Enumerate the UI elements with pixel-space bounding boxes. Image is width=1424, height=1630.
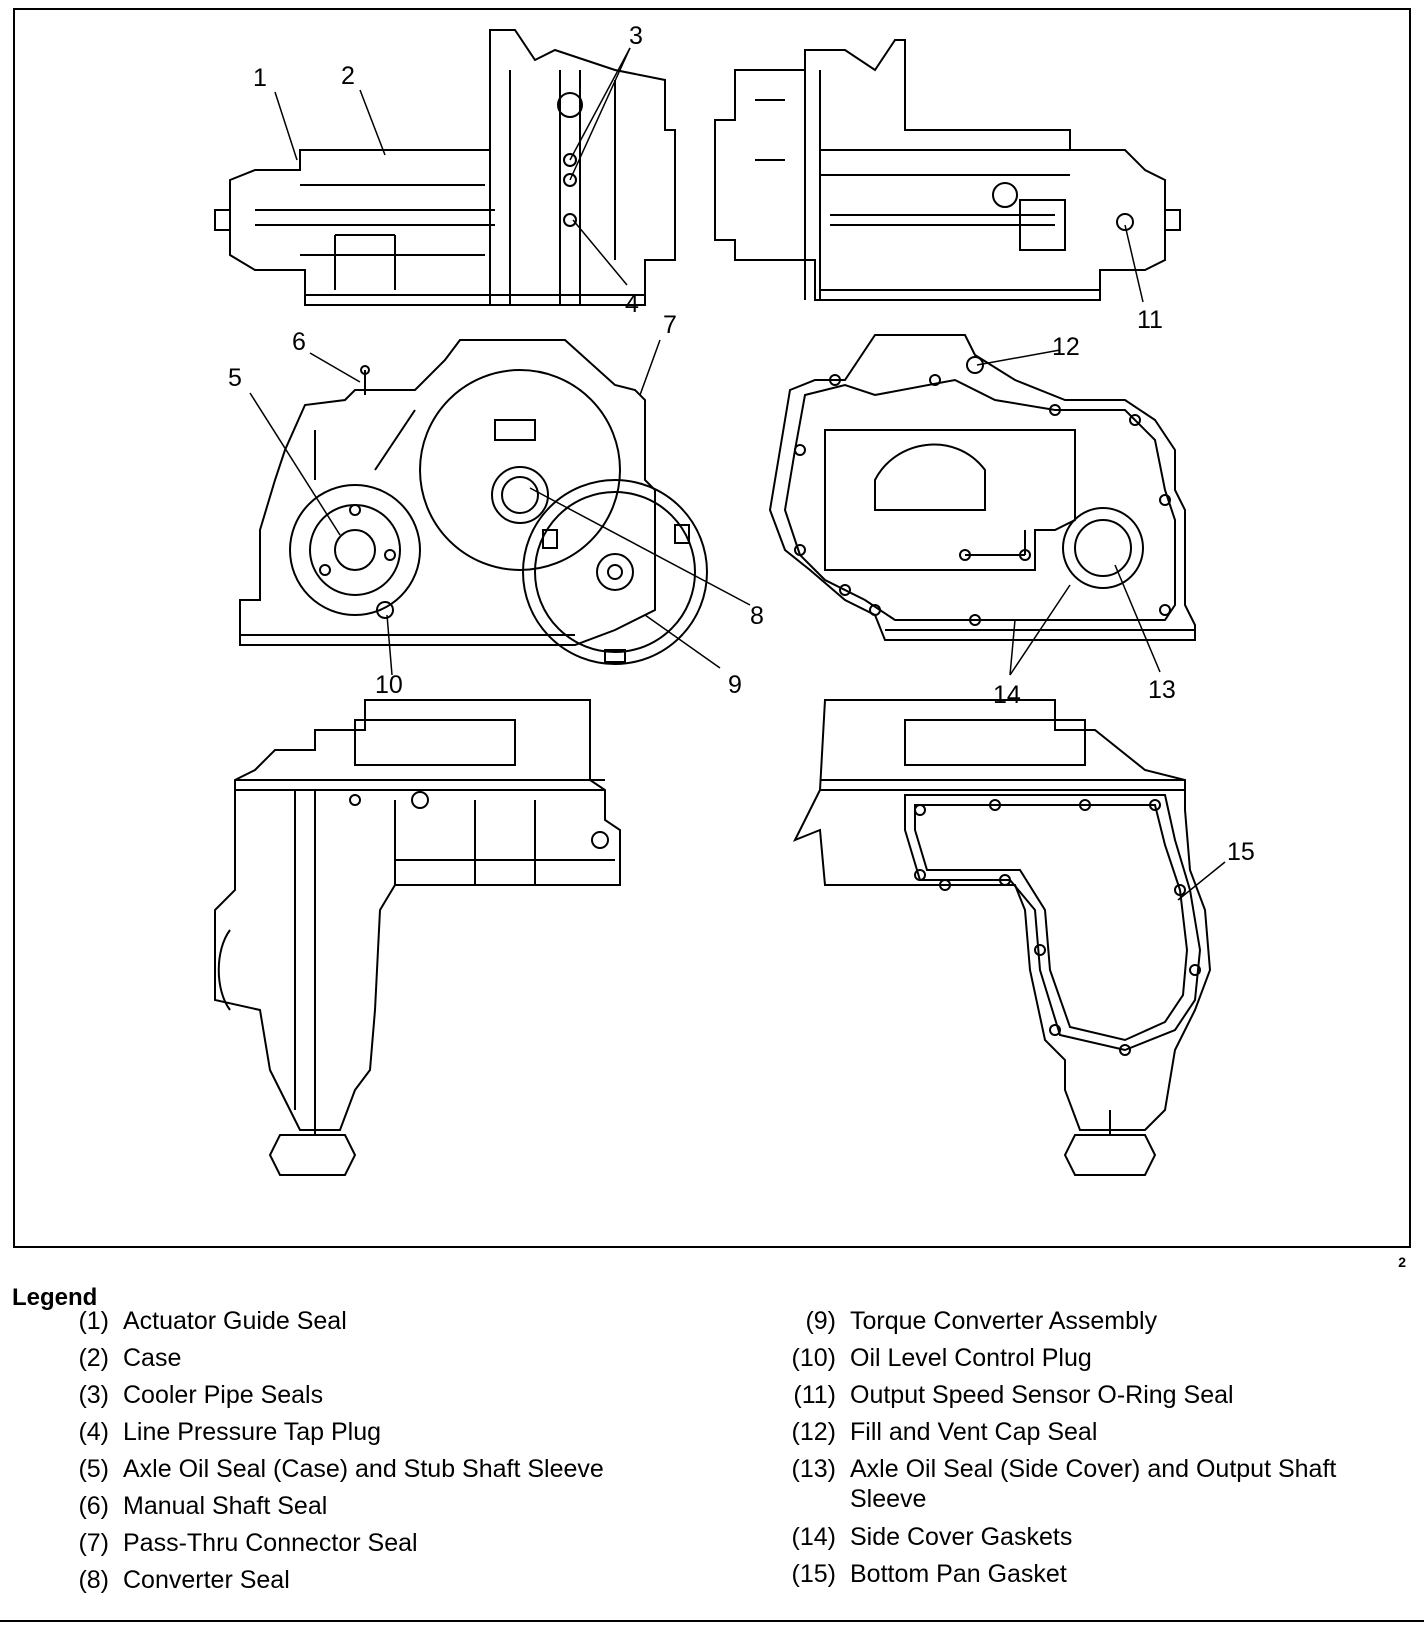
- legend-item-number: (12): [791, 1418, 836, 1446]
- legend-item-number: (6): [78, 1492, 109, 1520]
- legend-item-text: Pass-Thru Connector Seal: [123, 1529, 418, 1557]
- callout-12: 12: [1052, 333, 1080, 361]
- legend-item-number: (13): [791, 1455, 836, 1483]
- legend-item: (14) Side Cover Gaskets: [792, 1522, 1073, 1552]
- legend-item: (12) Fill and Vent Cap Seal: [792, 1417, 1098, 1447]
- callout-11: 11: [1137, 306, 1163, 334]
- legend-item-number: (10): [791, 1344, 836, 1372]
- legend-item-text: Cooler Pipe Seals: [123, 1381, 324, 1409]
- legend-item-number: (1): [78, 1307, 109, 1335]
- legend-item-text: Case: [123, 1344, 182, 1372]
- callout-7: 7: [663, 311, 677, 339]
- legend-item-text: Output Speed Sensor O-Ring Seal: [850, 1381, 1234, 1409]
- bottom-rule: [0, 1620, 1424, 1622]
- legend-item: (5) Axle Oil Seal (Case) and Stub Shaft S…: [78, 1454, 604, 1484]
- callout-13: 13: [1148, 676, 1176, 704]
- legend-item-text: Line Pressure Tap Plug: [123, 1418, 382, 1446]
- legend-item: (6) Manual Shaft Seal: [78, 1491, 328, 1521]
- view-top-right: [714, 39, 1181, 301]
- callout-15: 15: [1227, 838, 1255, 866]
- legend-item: (4) Line Pressure Tap Plug: [78, 1417, 382, 1447]
- view-top-left: [214, 29, 676, 306]
- legend-item: (7) Pass-Thru Connector Seal: [78, 1528, 418, 1558]
- legend-item-number: (15): [791, 1560, 836, 1588]
- legend-item: (1) Actuator Guide Seal: [78, 1306, 347, 1336]
- legend-item: (9) Torque Converter Assembly: [805, 1306, 1158, 1336]
- diagram-frame: 1 2 3 4 5 6 7 8 9 10 11 12 13 14 15: [13, 8, 1411, 1248]
- legend-item-number: (9): [805, 1307, 836, 1335]
- transmission-seal-diagram: 1 2 3 4 5 6 7 8 9 10 11 12 13 14 15: [214, 22, 1255, 1176]
- view-bottom-right: [792, 699, 1212, 1176]
- view-middle-left: [239, 339, 656, 646]
- legend-title: Legend: [12, 1284, 98, 1311]
- legend-item-text: Oil Level Control Plug: [850, 1344, 1092, 1372]
- legend-item-text: Manual Shaft Seal: [123, 1492, 328, 1520]
- legend-item: (15) Bottom Pan Gasket: [792, 1559, 1067, 1589]
- callout-3: 3: [629, 22, 643, 50]
- figure-number: 2: [1398, 1254, 1406, 1270]
- legend-item-text: Actuator Guide Seal: [123, 1307, 347, 1335]
- view-middle-right: [768, 334, 1196, 641]
- torque-converter: [522, 479, 708, 665]
- callout-8: 8: [750, 602, 764, 630]
- callout-1: 1: [253, 64, 267, 92]
- legend-item-number: (8): [78, 1566, 109, 1594]
- leader-lines: [249, 47, 1226, 901]
- callout-labels: 1 2 3 4 5 6 7 8 9 10 11 12 13 14 15: [228, 22, 1255, 866]
- legend-item-text: Side Cover Gaskets: [850, 1523, 1073, 1551]
- legend-item-number: (4): [78, 1418, 109, 1446]
- callout-2: 2: [341, 62, 355, 90]
- callout-10: 10: [375, 671, 403, 699]
- legend-item: (3) Cooler Pipe Seals: [78, 1380, 324, 1410]
- legend-item: (10) Oil Level Control Plug: [792, 1343, 1092, 1373]
- legend-item-number: (5): [78, 1455, 109, 1483]
- legend-item-text: Bottom Pan Gasket: [850, 1560, 1067, 1588]
- legend-item: (13) Axle Oil Seal (Side Cover) and Outpu…: [792, 1454, 1370, 1514]
- legend-item-text: Converter Seal: [123, 1566, 290, 1594]
- legend-item-text: Axle Oil Seal (Case) and Stub Shaft Slee…: [123, 1455, 604, 1483]
- legend-item-number: (14): [791, 1523, 836, 1551]
- legend-item-number: (3): [78, 1381, 109, 1409]
- callout-4: 4: [625, 290, 639, 318]
- view-bottom-left: [214, 699, 621, 1176]
- legend-item-number: (11): [793, 1381, 836, 1409]
- callout-14: 14: [993, 681, 1021, 709]
- callout-6: 6: [292, 328, 306, 356]
- legend-item: (8) Converter Seal: [78, 1565, 290, 1595]
- legend-item-text: Axle Oil Seal (Side Cover) and Output Sh…: [850, 1455, 1337, 1513]
- callout-5: 5: [228, 364, 242, 392]
- legend-item-number: (2): [78, 1344, 109, 1372]
- callout-9: 9: [728, 671, 742, 699]
- legend-item-text: Fill and Vent Cap Seal: [850, 1418, 1098, 1446]
- legend-item-text: Torque Converter Assembly: [850, 1307, 1158, 1335]
- legend-item: (2) Case: [78, 1343, 182, 1373]
- legend-item-number: (7): [78, 1529, 109, 1557]
- legend-item: (11) Output Speed Sensor O-Ring Seal: [793, 1380, 1234, 1410]
